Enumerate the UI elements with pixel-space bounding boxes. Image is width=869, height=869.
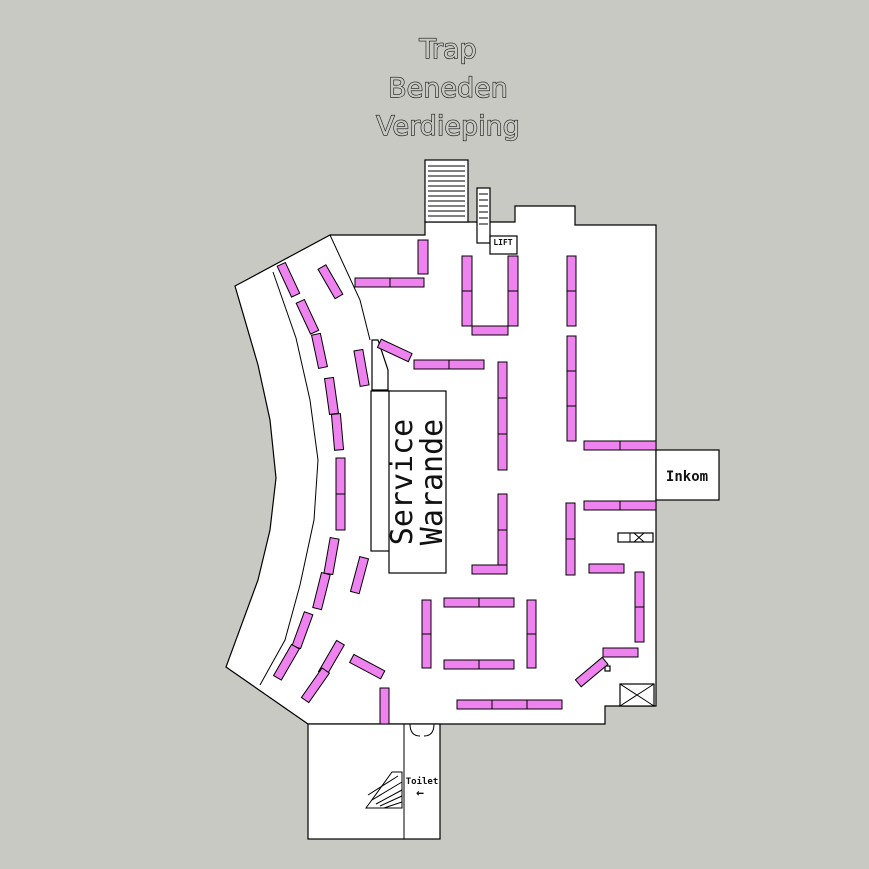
title-line-3: Verdieping [376,111,520,142]
shelf [448,359,485,370]
shelf [471,325,509,336]
service-desk: Service Warande [370,339,450,574]
shelf [566,290,577,327]
shelf [461,255,473,292]
service-label-line-2: Warande [415,419,450,545]
shelf [389,277,425,288]
shelf [588,563,625,574]
shelf [526,599,537,635]
shelf-racks [272,239,657,725]
lift-label: LIFT [493,238,512,247]
shelf [295,298,320,335]
shelf [330,413,345,451]
shelf [491,699,528,710]
shelf [443,597,480,608]
shelf [456,699,493,710]
toilet-stairs-icon [365,771,403,809]
left-aisle-line-1 [259,271,319,686]
shelf [497,397,508,435]
shelf [478,659,515,670]
shelf [272,643,301,681]
shelf [634,606,645,643]
shelf [353,348,370,388]
shelf [421,633,432,669]
shelf [312,571,331,611]
shelf [413,359,450,370]
shelf [619,440,657,451]
shelf [566,405,577,442]
fixture-box-1 [617,532,654,543]
shelf [478,597,515,608]
fixture-small [604,665,611,672]
shelf [348,653,386,680]
shelf [335,493,346,531]
shelf [565,538,576,576]
shelf [566,370,577,407]
shelf [507,255,519,292]
shelf [417,239,429,275]
service-label-line-1: Service [385,419,420,545]
entrance-label: Inkom [666,469,708,485]
title-line-2: Beneden [388,73,508,104]
shelf [566,335,577,372]
shelf [497,433,508,471]
shelf [354,277,391,288]
shelf [461,290,473,327]
toilet-area: Toilet ← [307,723,441,840]
shelf [497,529,508,567]
shelf [379,687,390,725]
shelf [583,440,621,451]
shelf [574,656,609,688]
shelf [276,261,301,298]
shelf [300,667,331,704]
shelf [335,457,346,495]
entrance-area [655,449,720,501]
shelf [619,500,657,511]
lift [489,235,518,255]
shelf [443,659,480,670]
shelf [634,571,645,608]
title-line-1: Trap [418,34,476,65]
shelf [602,647,639,658]
toilet-arrow-icon: ← [416,786,424,801]
stairs-title: Trap Beneden Verdieping [376,33,521,142]
shelf [471,564,508,575]
shelf [497,361,508,399]
shelf [317,264,344,300]
shelf [526,699,563,710]
shelf [566,255,577,292]
shelf [349,555,370,595]
shelf [497,493,508,531]
toilet-label: Toilet [406,776,439,787]
left-aisle-line-2 [329,234,371,341]
shelf [565,502,576,540]
shelf [526,633,537,669]
shelf [421,599,432,635]
shelf [376,338,413,363]
stairs-icon [424,159,491,244]
shelf [583,500,621,511]
shelf [507,290,519,327]
shelf [310,332,329,370]
